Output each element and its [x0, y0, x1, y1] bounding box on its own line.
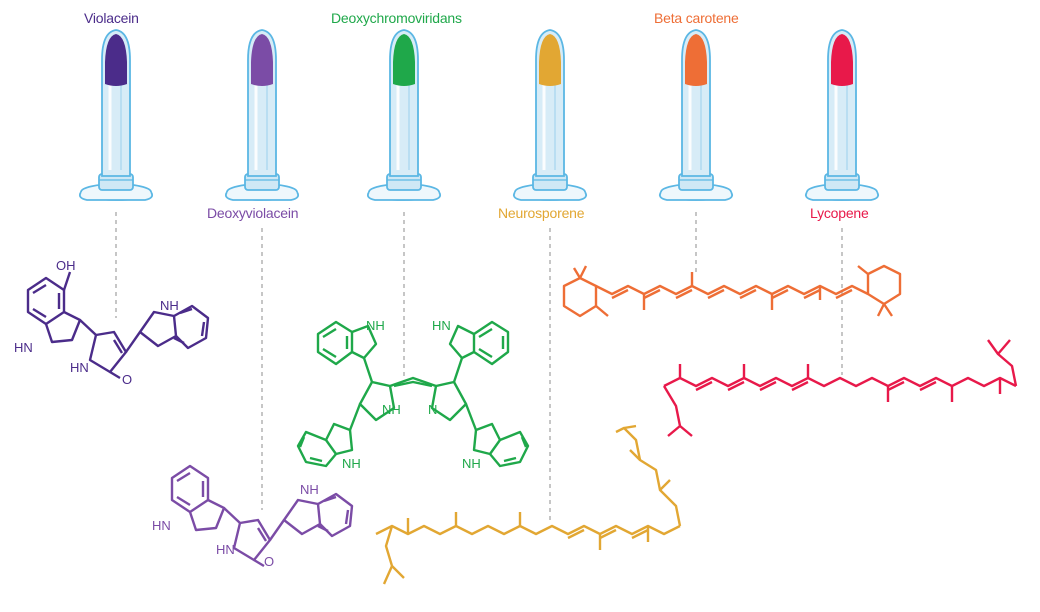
- svg-text:NH: NH: [300, 482, 319, 497]
- tube-neurosporene: [512, 28, 588, 202]
- svg-text:NH: NH: [342, 456, 361, 471]
- tube-deoxychromoviridans: [366, 28, 442, 202]
- label-lycopene: Lycopene: [810, 205, 869, 221]
- structure-deoxychromoviridans: [296, 320, 530, 468]
- structure-neurosporene: [375, 424, 682, 585]
- tube-lycopene: [804, 28, 880, 202]
- structure-lycopene: [662, 339, 1018, 437]
- label-deoxychromoviridans: Deoxychromoviridans: [331, 10, 462, 26]
- svg-text:HN: HN: [152, 518, 171, 533]
- atoms-deoxyviolacein: HN HN O NH: [152, 482, 319, 569]
- tube-beta-carotene: [658, 28, 734, 202]
- svg-text:O: O: [122, 372, 132, 387]
- svg-text:HN: HN: [432, 318, 451, 333]
- svg-text:O: O: [264, 554, 274, 569]
- svg-text:NH: NH: [160, 298, 179, 313]
- atoms-violacein: OH HN HN O NH: [14, 258, 179, 387]
- label-neurosporene: Neurosporene: [498, 205, 585, 221]
- svg-text:NH: NH: [462, 456, 481, 471]
- tube-violacein: [78, 28, 154, 202]
- label-deoxyviolacein: Deoxyviolacein: [207, 205, 299, 221]
- structure-beta-carotene: [562, 264, 902, 318]
- svg-text:HN: HN: [216, 542, 235, 557]
- leader-lines: [115, 212, 843, 520]
- svg-text:NH: NH: [366, 318, 385, 333]
- structure-violacein: [26, 271, 210, 380]
- svg-text:HN: HN: [70, 360, 89, 375]
- tube-deoxyviolacein: [224, 28, 300, 202]
- svg-text:N: N: [428, 402, 437, 417]
- atoms-deoxychromoviridans: NH HN NH N NH NH: [342, 318, 481, 471]
- svg-text:OH: OH: [56, 258, 76, 273]
- structure-deoxyviolacein: [170, 464, 354, 568]
- label-violacein: Violacein: [84, 10, 139, 26]
- svg-text:NH: NH: [382, 402, 401, 417]
- label-beta-carotene: Beta carotene: [654, 10, 739, 26]
- svg-text:HN: HN: [14, 340, 33, 355]
